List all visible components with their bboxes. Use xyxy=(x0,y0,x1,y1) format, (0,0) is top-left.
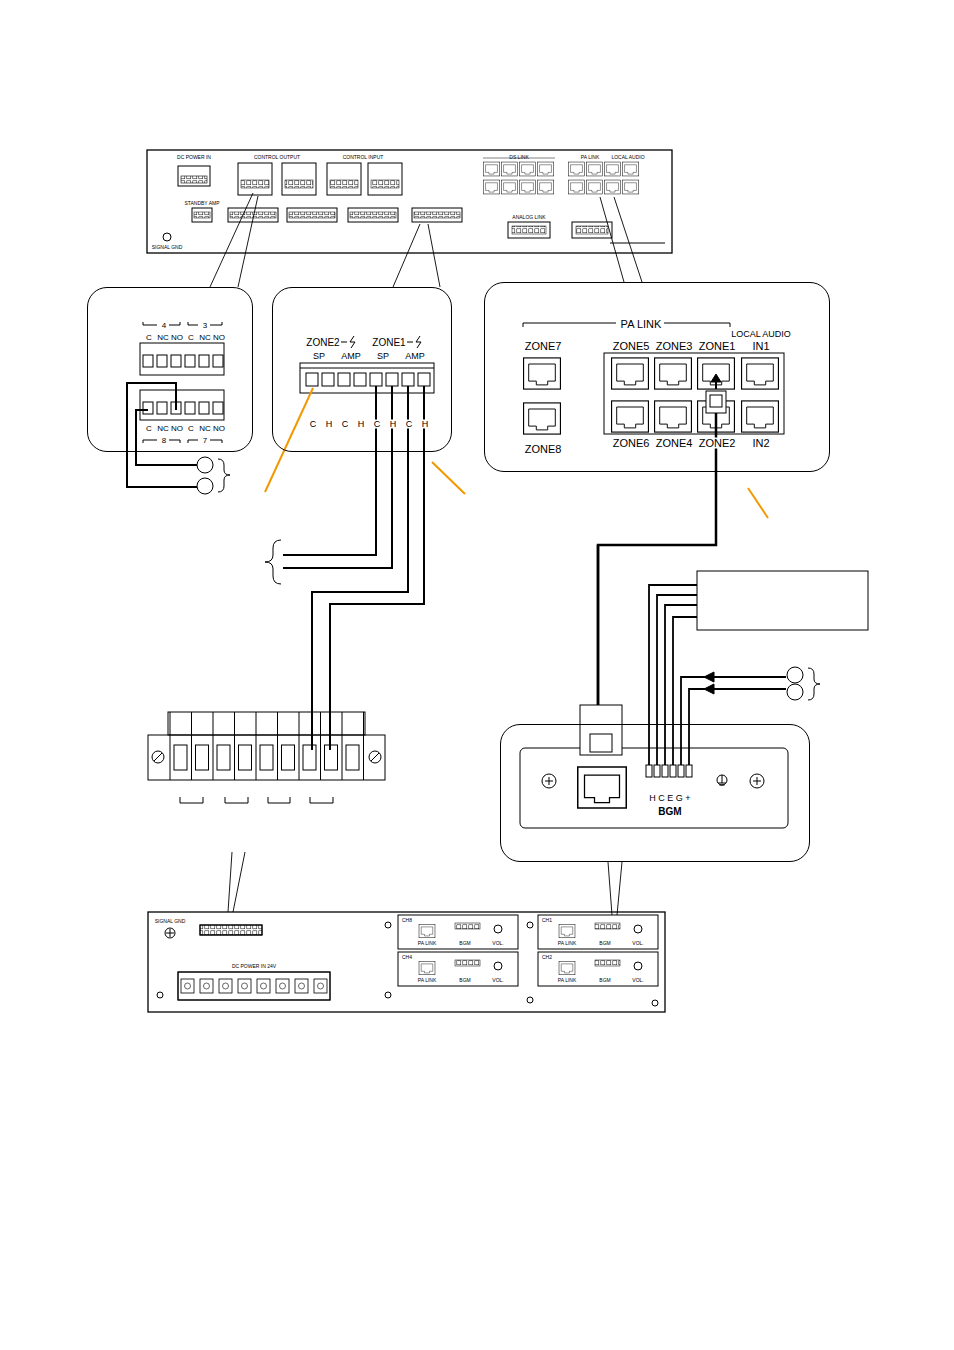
panel-label: PA LINK xyxy=(418,978,437,983)
panel-label: CONTROL OUTPUT xyxy=(254,155,300,160)
terminal-label: NO xyxy=(170,334,184,342)
terminal-label: IN2 xyxy=(751,438,770,449)
terminal-label: H xyxy=(389,420,398,429)
terminal-label: C xyxy=(373,420,382,429)
panel-label: DC POWER IN 24V xyxy=(232,964,276,969)
panel-label: STANDBY AMP xyxy=(184,201,219,206)
terminal-label: SP xyxy=(312,352,326,361)
terminal-label: ZONE8 xyxy=(524,444,563,455)
panel-label: PA LINK xyxy=(418,941,437,946)
panel-label: PA LINK xyxy=(581,155,600,160)
panel-label: DC POWER IN xyxy=(177,155,211,160)
terminal-label: ZONE5 xyxy=(612,341,651,352)
bgm-module xyxy=(520,545,868,828)
terminal-label: ZONE7 xyxy=(524,341,563,352)
terminal-label: C xyxy=(187,425,195,433)
panel-label: BGM xyxy=(459,978,470,983)
terminal-label: ZONE3 xyxy=(655,341,694,352)
terminal-label: AMP xyxy=(340,352,362,361)
terminal-label: C xyxy=(341,420,350,429)
panel-label: CH8 xyxy=(402,918,412,923)
terminal-label: 4 xyxy=(161,322,167,330)
terminal-label: NC xyxy=(156,334,170,342)
terminal-label: 3 xyxy=(202,322,208,330)
terminal-label: NO xyxy=(212,334,226,342)
terminal-label: C xyxy=(145,334,153,342)
terminal-label: C xyxy=(405,420,414,429)
terminal-label: ZONE2 xyxy=(698,438,737,449)
panel-label: CONTROL INPUT xyxy=(343,155,384,160)
panel-label: BGM xyxy=(599,941,610,946)
terminal-label: SP xyxy=(376,352,390,361)
terminal-label: ZONE1 xyxy=(371,338,406,348)
panel-label: PA LINK xyxy=(558,978,577,983)
pa-link-callout: PA LINKLOCAL AUDIOZONE7ZONE5ZONE3ZONE1IN… xyxy=(484,282,830,472)
terminal-label: NO xyxy=(212,425,226,433)
panel-label: CH1 xyxy=(542,918,552,923)
terminal-label: ZONE6 xyxy=(612,438,651,449)
terminal-label: H xyxy=(421,420,430,429)
callout-leaders xyxy=(265,388,768,518)
terminal-label: ZONE4 xyxy=(655,438,694,449)
panel-label: PA LINK xyxy=(558,941,577,946)
amplifier-unit xyxy=(148,912,665,1012)
speaker-line-terminal-strip xyxy=(148,712,385,803)
control-output-terminal xyxy=(127,322,230,494)
terminal-label: LOCAL AUDIO xyxy=(730,330,792,339)
terminal-label: H xyxy=(325,420,334,429)
zoom-leader-lines xyxy=(210,193,642,915)
speaker-output-terminal xyxy=(265,336,434,750)
terminal-label: ZONE1 xyxy=(698,341,737,352)
relay-callout: 43CNCNOCNCNOCNCNOCNCNO87 xyxy=(87,287,253,452)
terminal-label: C xyxy=(309,420,318,429)
terminal-label: PA LINK xyxy=(620,319,663,330)
panel-label: SIGNAL GND xyxy=(152,245,183,250)
pa-link-jacks xyxy=(523,323,784,472)
panel-label: DS LINK xyxy=(509,155,528,160)
terminal-label: NO xyxy=(170,425,184,433)
panel-label: LOCAL AUDIO xyxy=(611,155,644,160)
panel-label: CH4 xyxy=(402,955,412,960)
speaker-terminal-callout: ZONE2SPAMPZONE1SPAMPCHCHCHCH xyxy=(272,287,452,452)
panel-label: VOL. xyxy=(492,978,503,983)
panel-label: VOL. xyxy=(492,941,503,946)
terminal-label: H C E G + xyxy=(648,794,691,803)
panel-label: VOL. xyxy=(632,978,643,983)
terminal-label: BGM xyxy=(657,807,682,817)
panel-label: BGM xyxy=(459,941,470,946)
terminal-label: NC xyxy=(156,425,170,433)
terminal-label: IN1 xyxy=(751,341,770,352)
panel-label: VOL. xyxy=(632,941,643,946)
panel-label: SIGNAL GND xyxy=(155,919,186,924)
terminal-label: NC xyxy=(198,425,212,433)
control-unit xyxy=(147,150,672,253)
panel-label: CH2 xyxy=(542,955,552,960)
terminal-label: AMP xyxy=(404,352,426,361)
terminal-label: C xyxy=(187,334,195,342)
terminal-label: ZONE2 xyxy=(305,338,340,348)
terminal-label: 7 xyxy=(202,437,208,445)
terminal-label: 8 xyxy=(161,437,167,445)
terminal-label: C xyxy=(145,425,153,433)
panel-label: BGM xyxy=(599,978,610,983)
terminal-label: H xyxy=(357,420,366,429)
terminal-label: NC xyxy=(198,334,212,342)
bgm-module-callout: H C E G + BGM xyxy=(500,724,810,862)
panel-label: ANALOG LINK xyxy=(512,215,545,220)
